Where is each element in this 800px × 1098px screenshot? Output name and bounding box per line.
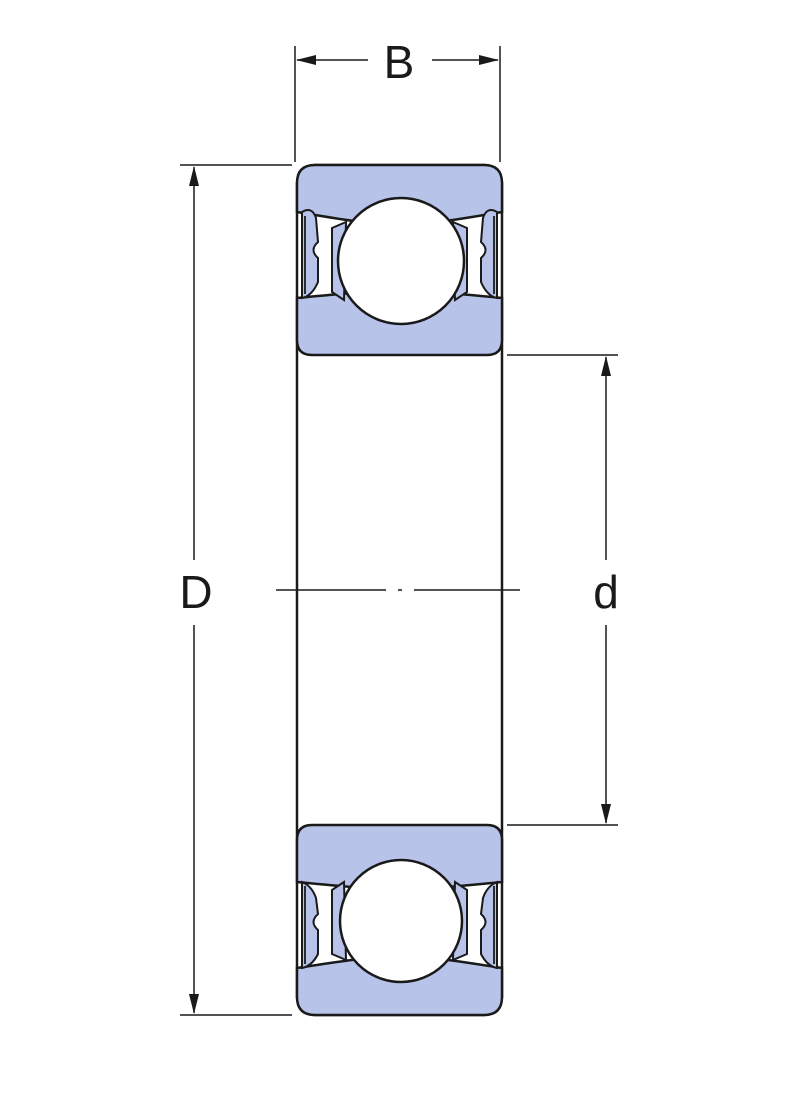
dimension-outer-diameter: D [179, 164, 292, 1016]
top-right-shield [479, 209, 498, 300]
top-rolling-assembly [295, 163, 504, 357]
width-label: B [384, 36, 415, 88]
bottom-rolling-assembly [295, 823, 504, 1017]
bottom-left-shield [301, 880, 320, 970]
bore-diameter-label: d [593, 566, 619, 618]
top-left-shield [301, 209, 320, 300]
dimension-width: B [294, 36, 501, 162]
top-ball [336, 196, 466, 326]
bottom-right-shield [479, 880, 498, 970]
outer-diameter-label: D [179, 566, 212, 618]
dimension-bore-diameter: d [507, 354, 619, 826]
bearing-body [276, 163, 520, 1017]
bottom-ball [338, 858, 464, 984]
